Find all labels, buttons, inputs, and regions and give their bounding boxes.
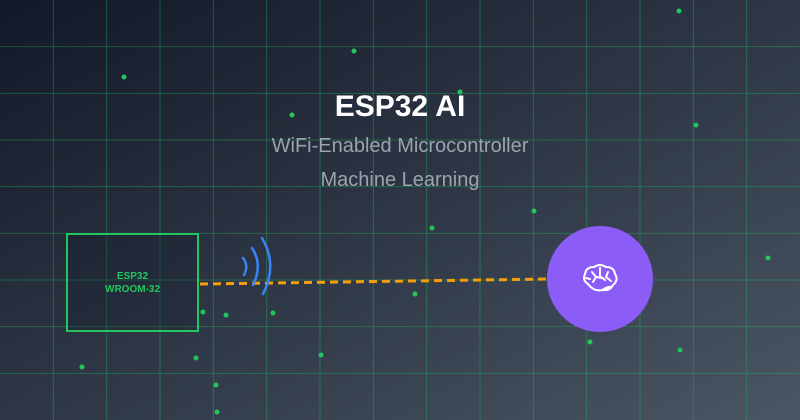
- particle-dot: [79, 364, 85, 370]
- particle-dot: [318, 352, 324, 358]
- particle-dot: [429, 225, 435, 231]
- wifi-signal-icon: [241, 236, 272, 296]
- particle-dot: [693, 122, 699, 128]
- particle-dot: [289, 112, 295, 118]
- particle-dot: [214, 409, 220, 415]
- chip-label-line2: WROOM-32: [105, 283, 160, 295]
- data-link-line: [199, 277, 548, 286]
- brain-icon: [583, 264, 618, 292]
- particle-dot: [457, 89, 463, 95]
- particle-dot: [270, 310, 276, 316]
- page-title: ESP32 AI: [334, 90, 466, 123]
- particle-dot: [677, 347, 683, 353]
- particle-dot: [676, 8, 682, 14]
- particle-dot: [193, 355, 199, 361]
- ai-node: [547, 226, 653, 332]
- particle-dot: [531, 208, 537, 214]
- particle-dot: [351, 48, 357, 54]
- particle-dot: [121, 74, 127, 80]
- subtitle-wifi: WiFi-Enabled Microcontroller: [271, 135, 529, 157]
- particle-dot: [200, 309, 206, 315]
- particle-dot: [587, 339, 593, 345]
- particle-dot: [223, 312, 229, 318]
- subtitle-ml: Machine Learning: [320, 169, 480, 191]
- esp32-chip: ESP32 WROOM-32: [66, 233, 199, 332]
- particle-dot: [765, 255, 771, 261]
- particles: [79, 8, 771, 415]
- particle-dot: [412, 291, 418, 297]
- chip-label-line1: ESP32: [116, 270, 149, 282]
- particle-dot: [213, 382, 219, 388]
